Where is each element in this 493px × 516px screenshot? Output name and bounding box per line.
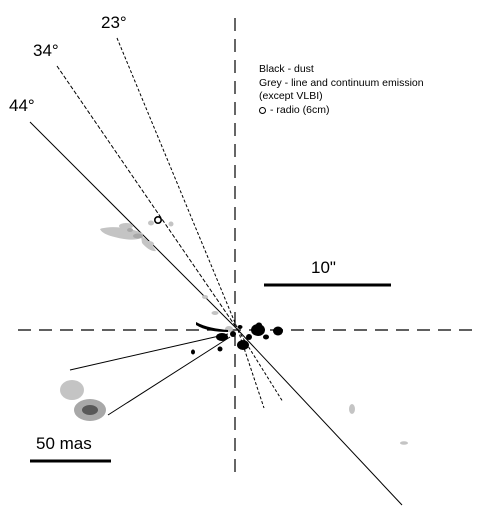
short-ray-2	[237, 329, 284, 403]
scale-label-small: 50 mas	[36, 434, 92, 453]
short-ray-1	[237, 329, 265, 409]
pa-line-44-extension	[237, 329, 403, 506]
radio-source-marker	[154, 216, 163, 225]
zoom-line-lower	[107, 336, 231, 416]
angle-label-23: 23°	[101, 13, 127, 32]
pa-line-23	[116, 37, 239, 331]
radio-circle-icon	[259, 106, 266, 114]
grey-emission-clumps	[100, 220, 408, 445]
legend-radio: - radio (6cm)	[259, 104, 424, 118]
scale-label-large: 10"	[311, 258, 336, 277]
zoom-line-upper	[69, 333, 229, 371]
legend-emission: Grey - line and continuum emission	[259, 76, 424, 89]
black-dust-clumps	[191, 322, 283, 355]
inset-blobs	[60, 380, 106, 421]
legend-radio-text: - radio (6cm)	[270, 103, 330, 116]
angle-label-34: 34°	[33, 41, 59, 60]
legend-exception: (except VLBI)	[259, 90, 323, 102]
mid-grey-emission	[127, 228, 143, 239]
pa-line-34	[56, 65, 239, 331]
pa-line-44	[29, 121, 239, 331]
legend-dust: Black - dust	[259, 63, 314, 75]
legend: Black - dust Grey - line and continuum e…	[259, 63, 424, 117]
angle-label-44: 44°	[9, 96, 35, 115]
